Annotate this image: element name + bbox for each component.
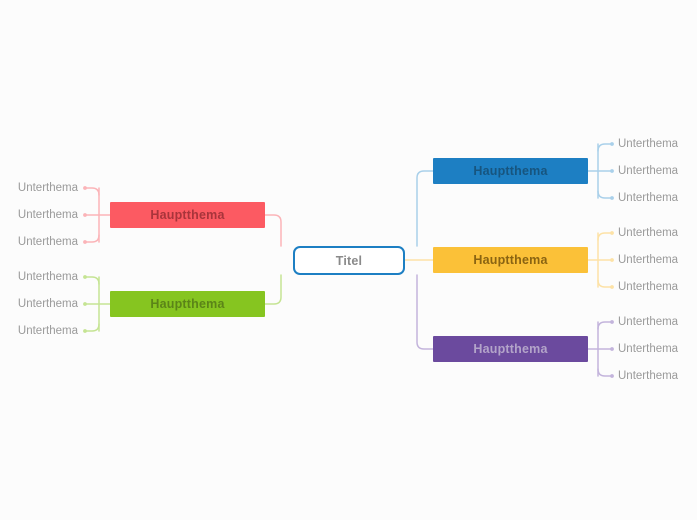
main-topic-label: Hauptthema — [150, 208, 225, 222]
leaf-connector-dot — [83, 240, 87, 244]
leaf-connector-dot — [610, 196, 614, 200]
leaf-connector-dot — [83, 302, 87, 306]
leaf-connector-dot — [610, 347, 614, 351]
subtopic-label[interactable]: Unterthema — [618, 165, 679, 177]
main-topic-label: Hauptthema — [473, 253, 548, 267]
leaf-connector-dot — [83, 275, 87, 279]
leaf-connector-dot — [83, 213, 87, 217]
subtopic-label[interactable]: Unterthema — [618, 192, 679, 204]
subtopic-label[interactable]: Unterthema — [17, 325, 78, 337]
leaf-connector-dot — [610, 231, 614, 235]
leaf-connector-dot — [610, 374, 614, 378]
main-topic-branch-purple[interactable]: Hauptthema — [433, 336, 588, 362]
leaf-connector-dot — [610, 258, 614, 262]
subtopic-label[interactable]: Unterthema — [17, 236, 78, 248]
leaf-connector-dot — [83, 329, 87, 333]
subtopic-label[interactable]: Unterthema — [618, 343, 679, 355]
subtopic-label[interactable]: Unterthema — [17, 182, 78, 194]
main-topic-branch-red[interactable]: Hauptthema — [110, 202, 265, 228]
leaf-connector-dot — [610, 320, 614, 324]
leaf-connector-dot — [610, 169, 614, 173]
main-topic-branch-yellow[interactable]: Hauptthema — [433, 247, 588, 273]
leaf-connector-dot — [83, 186, 87, 190]
subtopic-label[interactable]: Unterthema — [618, 281, 679, 293]
subtopic-label[interactable]: Unterthema — [17, 209, 78, 221]
subtopic-label[interactable]: Unterthema — [618, 370, 679, 382]
subtopic-label[interactable]: Unterthema — [618, 316, 679, 328]
subtopic-label[interactable]: Unterthema — [618, 254, 679, 266]
subtopic-label[interactable]: Unterthema — [618, 138, 679, 150]
main-topic-label: Hauptthema — [473, 342, 548, 356]
subtopic-label[interactable]: Unterthema — [17, 271, 78, 283]
main-topic-label: Hauptthema — [473, 164, 548, 178]
leaf-connector-dot — [610, 142, 614, 146]
root-node-titel[interactable]: Titel — [293, 246, 405, 275]
subtopic-label[interactable]: Unterthema — [17, 298, 78, 310]
subtopic-label[interactable]: Unterthema — [618, 227, 679, 239]
main-topic-branch-blue[interactable]: Hauptthema — [433, 158, 588, 184]
root-node-label: Titel — [335, 253, 363, 268]
main-topic-branch-green[interactable]: Hauptthema — [110, 291, 265, 317]
main-topic-label: Hauptthema — [150, 297, 225, 311]
leaf-connector-dot — [610, 285, 614, 289]
